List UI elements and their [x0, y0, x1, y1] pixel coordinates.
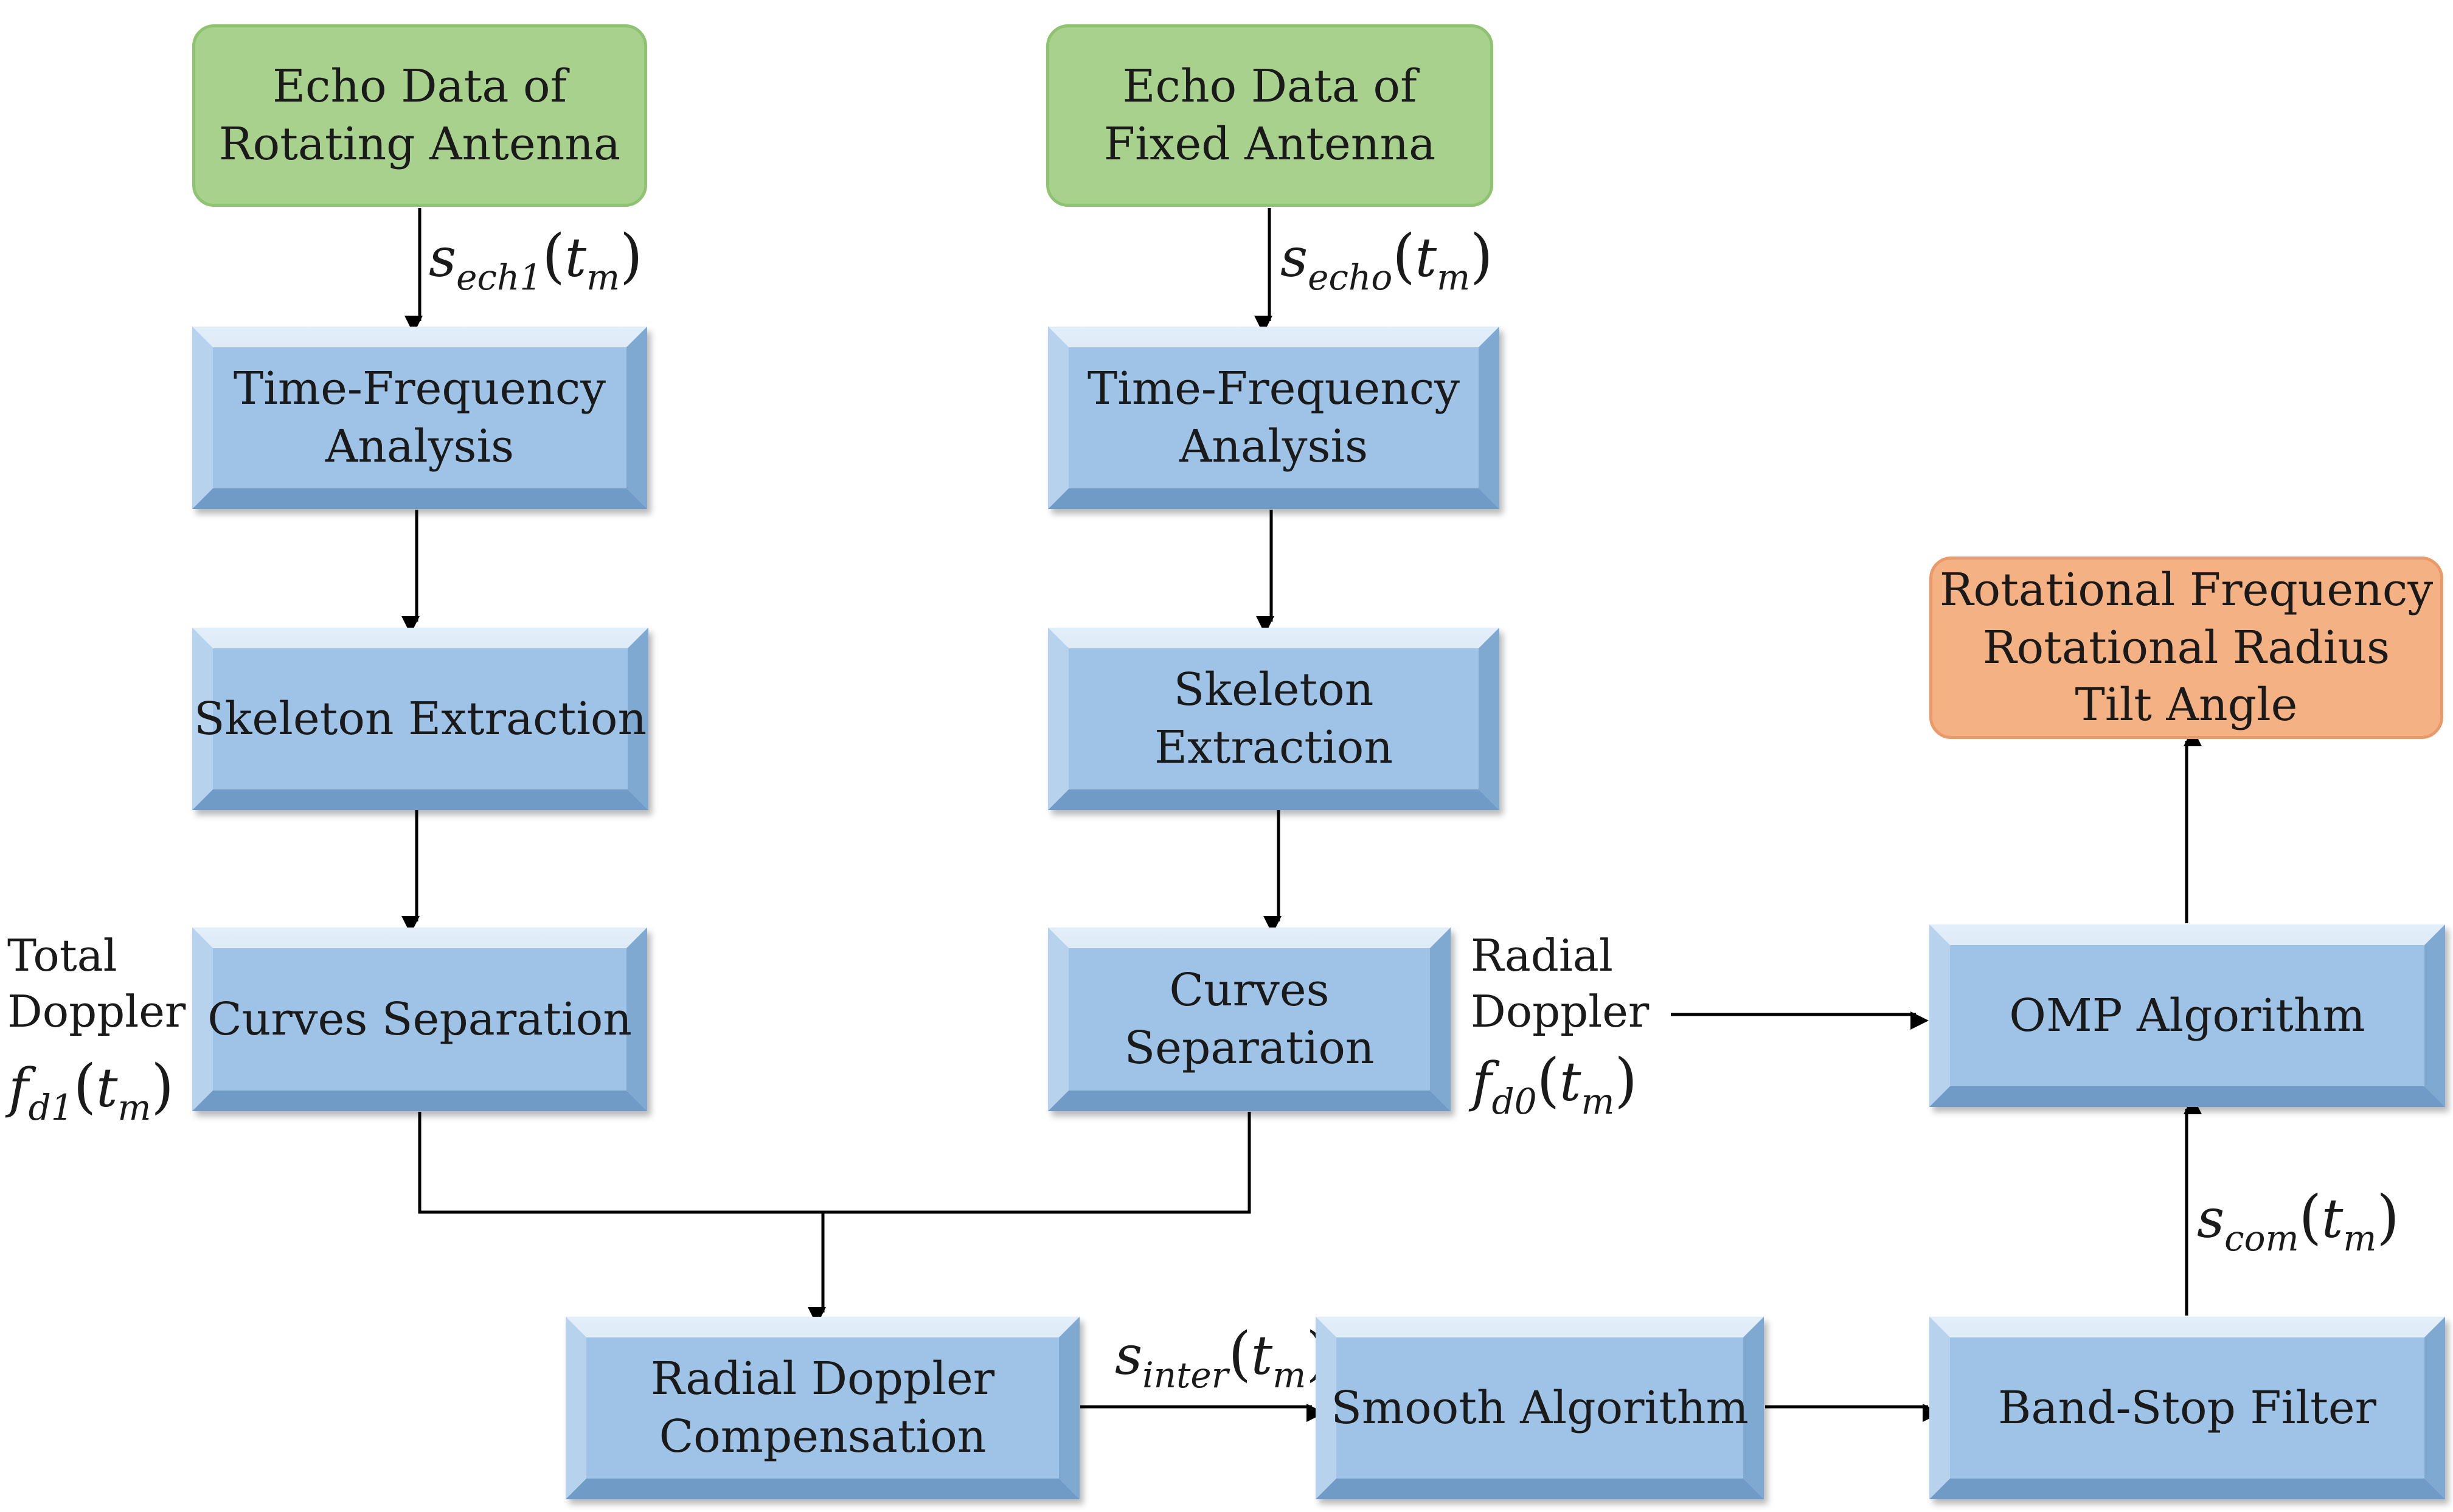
omp-algorithm-label: OMP Algorithm	[2009, 989, 2365, 1042]
tfa-right-label: Time-Frequency Analysis	[1087, 362, 1460, 473]
output-parameters-label: Rotational Frequency Rotational Radius T…	[1939, 563, 2434, 732]
echo-data-fixed-label: Echo Data of Fixed Antenna	[1103, 60, 1436, 170]
smooth-algorithm-node: Smooth Algorithm	[1316, 1317, 1764, 1499]
s-inter-label: sinter(tm)	[1115, 1320, 1329, 1396]
skeleton-left-label: Skeleton Extraction	[193, 692, 647, 745]
echo-data-fixed-node: Echo Data of Fixed Antenna	[1046, 24, 1493, 207]
curves-right-label: Curves Separation	[1124, 964, 1375, 1074]
output-parameters-node: Rotational Frequency Rotational Radius T…	[1929, 557, 2443, 739]
radial-doppler-compensation-node: Radial Doppler Compensation	[566, 1317, 1080, 1499]
band-stop-filter-label: Band-Stop Filter	[1998, 1381, 2376, 1434]
tfa-left-label: Time-Frequency Analysis	[233, 362, 606, 473]
s-com-label: scom(tm)	[2197, 1183, 2399, 1259]
f-d1-label: fd1(tm)	[9, 1052, 174, 1128]
tfa-left-node: Time-Frequency Analysis	[192, 327, 647, 509]
omp-algorithm-node: OMP Algorithm	[1929, 924, 2445, 1107]
echo-data-rotating-label: Echo Data of Rotating Antenna	[218, 60, 621, 170]
f-d0-label: fd0(tm)	[1472, 1046, 1637, 1122]
skeleton-left-node: Skeleton Extraction	[192, 628, 648, 810]
total-doppler-label: Total Doppler	[7, 930, 186, 1038]
s-echo-label: secho(tm)	[1280, 222, 1493, 298]
echo-data-rotating-node: Echo Data of Rotating Antenna	[192, 24, 647, 207]
curves-left-label: Curves Separation	[207, 993, 632, 1046]
s-ech1-label: sech1(tm)	[429, 222, 643, 298]
smooth-algorithm-label: Smooth Algorithm	[1331, 1381, 1749, 1434]
band-stop-filter-node: Band-Stop Filter	[1929, 1317, 2445, 1499]
skeleton-right-node: Skeleton Extraction	[1048, 628, 1499, 810]
curves-right-node: Curves Separation	[1048, 928, 1451, 1111]
skeleton-right-label: Skeleton Extraction	[1154, 664, 1393, 774]
radial-doppler-label: Radial Doppler	[1471, 930, 1650, 1038]
tfa-right-node: Time-Frequency Analysis	[1048, 327, 1499, 509]
radial-doppler-compensation-label: Radial Doppler Compensation	[650, 1353, 995, 1463]
merge-line	[418, 1112, 1251, 1214]
curves-left-node: Curves Separation	[192, 928, 647, 1111]
